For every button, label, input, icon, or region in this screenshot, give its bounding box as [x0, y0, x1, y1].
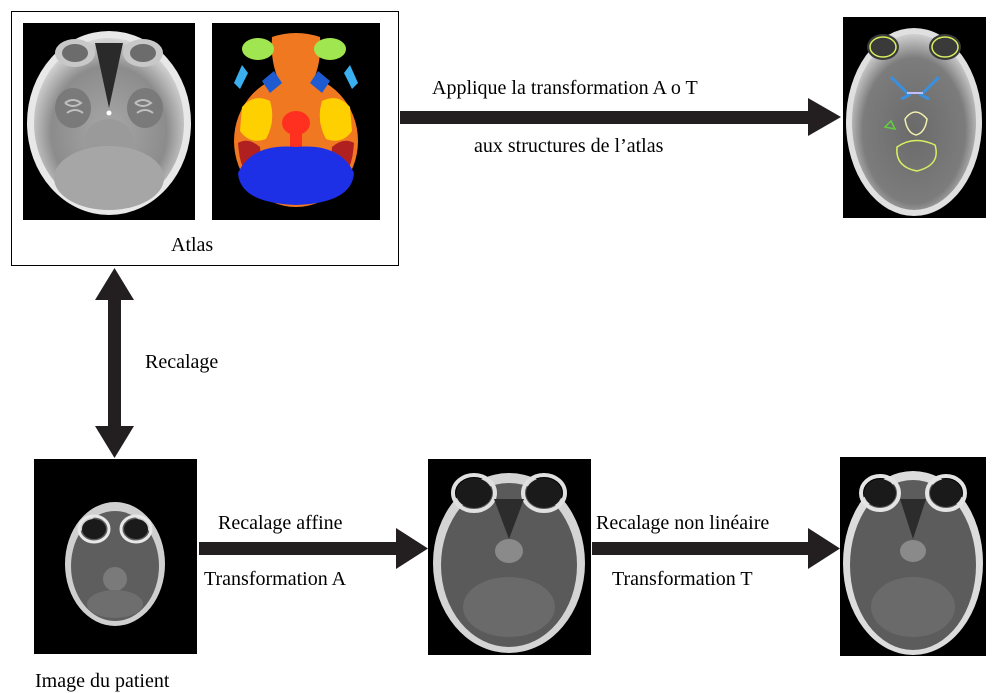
atlas-mri-image	[23, 23, 195, 220]
transformation-a-label: Transformation A	[204, 568, 347, 590]
apply-transform-label: Applique la transformation A o T	[432, 77, 698, 99]
nonlinear-registered-image	[840, 457, 986, 656]
labeled-patient-image	[843, 17, 986, 218]
atlas-label: Atlas	[171, 234, 214, 256]
atlas-segmentation-image	[212, 23, 380, 220]
registration-label: Recalage	[145, 351, 219, 373]
nonlinear-arrow	[592, 528, 840, 569]
affine-registration-label: Recalage affine	[218, 512, 343, 534]
affine-registered-image	[428, 459, 591, 655]
apply-transform-arrow	[400, 98, 841, 136]
nonlinear-registration-label: Recalage non linéaire	[596, 512, 770, 534]
registration-double-arrow	[95, 268, 134, 458]
atlas-structures-label: aux structures de l’atlas	[474, 135, 664, 157]
patient-image	[34, 459, 197, 654]
patient-image-label: Image du patient	[35, 670, 170, 692]
transformation-t-label: Transformation T	[612, 568, 753, 590]
affine-arrow	[199, 528, 428, 569]
